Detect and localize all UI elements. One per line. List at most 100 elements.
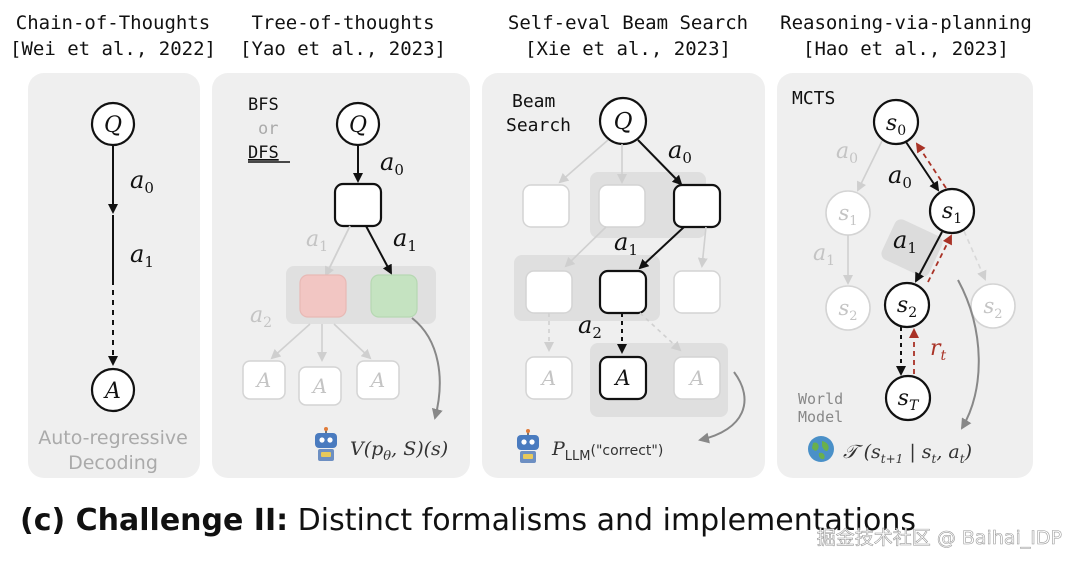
cot-node-q-label: Q: [104, 113, 122, 138]
figure-caption: (c) Challenge II: Distinct formalisms an…: [20, 503, 916, 538]
mcts-world-label-line1: World: [798, 390, 843, 408]
mcts-node-s2-faded-right-label: s2: [983, 294, 1002, 322]
mcts-world-label-line2: Model: [798, 408, 843, 426]
tot-arrow-a1: [365, 225, 392, 275]
tot-arrow-leaf3: [333, 323, 372, 360]
cot-label-a0: a0: [130, 166, 154, 197]
tot-label-a1-faded: a1: [306, 227, 328, 255]
panel-rap: [777, 73, 1033, 478]
beam-label-line1: Beam: [512, 91, 555, 112]
beam-arrow-q-faded1: [558, 139, 609, 184]
mcts-node-sT: [884, 374, 932, 422]
beam-arrow-faded4: [697, 226, 708, 268]
beam-node-r1c3: [672, 183, 722, 229]
robot-icon: [315, 427, 337, 461]
tot-node-accepted: [370, 274, 418, 318]
tot-leaf-2-label: A: [311, 374, 327, 398]
panel-title-rap: Reasoning-via-planning: [780, 12, 1032, 34]
beam-p-llm: PLLM("correct"): [551, 438, 663, 464]
mcts-node-s2-faded-left-label: s2: [838, 296, 857, 324]
beam-node-r2c1: [525, 270, 573, 314]
beam-diagram: Beam Search Q a0 a1 a2 A A A: [506, 91, 746, 464]
mcts-diagram: MCTS s0 a0 s1 a1 s2 a0 s1 a1 s2 s2: [792, 88, 1016, 466]
beam-leaf-2-label: A: [613, 366, 630, 390]
cot-node-answer: [90, 367, 136, 413]
beam-node-r2c2: [598, 269, 648, 315]
mcts-arrow-a1: [915, 231, 943, 283]
tot-leaf-1-label: A: [255, 368, 271, 392]
tot-node-s1: [333, 182, 383, 228]
cot-diagram: Q a0 a1 A Auto-regressive Decoding: [38, 101, 188, 474]
beam-arrow-a0: [637, 139, 683, 186]
mcts-label-a1-faded: a1: [813, 241, 835, 269]
mcts-arrow-a0: [905, 141, 940, 192]
beam-node-r2c3: [673, 270, 721, 314]
beam-robot-icon: [517, 429, 539, 463]
panel-citation-rap: [Hao et al., 2023]: [803, 38, 1009, 60]
mcts-label-reward: rt: [930, 336, 947, 364]
beam-arrow-a1: [638, 226, 685, 270]
tot-feedback-arrow: [411, 317, 443, 420]
mcts-arrow-faded1: [857, 140, 883, 192]
mcts-label-a0: a0: [888, 161, 912, 192]
tot-node-q: [335, 101, 381, 147]
mcts-node-s2-label: s2: [897, 293, 917, 321]
beam-leaf-1: [525, 356, 573, 400]
tot-leaf-2: [298, 366, 342, 406]
panel-titles: Chain-of-Thoughts [Wei et al., 2022] Tre…: [10, 12, 1032, 60]
tot-label-a0: a0: [380, 148, 404, 179]
tot-leaf-3-label: A: [369, 368, 385, 392]
tot-node-rejected: [299, 274, 347, 318]
mcts-node-s1-faded-label: s1: [838, 201, 857, 229]
mcts-label-a0-faded: a0: [836, 139, 858, 167]
beam-label-a0: a0: [668, 136, 692, 167]
mcts-world-arrow: [957, 279, 980, 430]
mcts-node-s1-label: s1: [942, 199, 962, 227]
cot-node-answer-label: A: [103, 379, 121, 404]
beam-leaf-2: [598, 355, 648, 401]
panel-citation-beam: [Xie et al., 2023]: [525, 38, 731, 60]
tot-leaf-3: [356, 360, 400, 400]
mcts-label: MCTS: [792, 88, 835, 109]
beam-arrow-faded6: [639, 312, 682, 352]
panel-title-beam: Self-eval Beam Search: [508, 12, 748, 34]
panel-citation-tot: [Yao et al., 2023]: [240, 38, 446, 60]
tot-label-a1: a1: [393, 224, 417, 255]
mcts-node-s2: [883, 281, 931, 329]
cot-label-a1: a1: [130, 240, 154, 271]
mcts-label-a1: a1: [893, 226, 917, 257]
beam-arrow-faded3: [564, 226, 607, 268]
beam-node-r1c1: [522, 184, 570, 228]
mcts-node-s1: [928, 187, 976, 235]
beam-label-a1: a1: [614, 228, 638, 259]
watermark-text: 掘金技术社区 @ Baihai_IDP: [817, 527, 1062, 549]
panel-title-cot: Chain-of-Thoughts: [16, 12, 210, 34]
beam-leaf-1-label: A: [540, 366, 556, 390]
tot-diagram: BFS or DFS Q a0 a1 a1 a2 A A A: [242, 95, 448, 464]
mcts-highlight-a1: [881, 219, 943, 277]
globe-icon: [808, 436, 834, 462]
beam-feedback-arrow: [698, 371, 746, 444]
beam-leaf-3: [673, 356, 721, 400]
tot-label-a2: a2: [250, 303, 272, 331]
tot-leaf-1: [242, 360, 286, 400]
mcts-transition: 𝒯 (st+1 | st, at): [843, 441, 972, 466]
beam-leaf-3-label: A: [688, 366, 704, 390]
mcts-node-s0: [872, 98, 920, 146]
mcts-node-s2-faded-left: [825, 285, 871, 331]
panel-title-tot: Tree-of-thoughts: [251, 12, 434, 34]
beam-node-q: [598, 96, 648, 146]
cot-caption-line2: Decoding: [68, 452, 158, 474]
beam-label-line2: Search: [506, 115, 571, 136]
cot-node-q: [90, 101, 136, 147]
tot-arrow-faded: [325, 225, 351, 277]
mcts-node-sT-label: sT: [898, 386, 920, 414]
tot-label-bfs: BFS: [248, 95, 279, 115]
tot-value-function: V(pθ, S)(s): [350, 438, 448, 464]
beam-node-q-label: Q: [614, 109, 633, 135]
tot-label-dfs: DFS: [248, 143, 279, 163]
panel-citation-cot: [Wei et al., 2022]: [10, 38, 216, 60]
tot-node-q-label: Q: [349, 113, 367, 138]
beam-label-a2: a2: [578, 311, 602, 342]
